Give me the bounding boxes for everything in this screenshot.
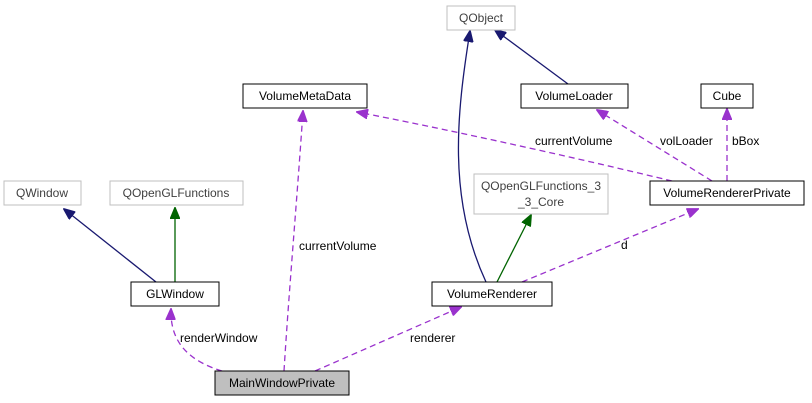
node-main-window-private[interactable]: MainWindowPrivate xyxy=(214,370,350,396)
edge-label-vol-loader: volLoader xyxy=(660,134,713,148)
node-label-qopengl-functions: QOpenGLFunctions xyxy=(123,186,230,200)
edge-main-window-to-gl-window xyxy=(171,309,223,372)
node-volume-renderer-private[interactable]: VolumeRendererPrivate xyxy=(649,180,805,206)
node-label-main-window-private: MainWindowPrivate xyxy=(229,376,335,390)
node-gl-window[interactable]: GLWindow xyxy=(130,281,220,307)
edge-gl-window-to-qwindow xyxy=(64,209,157,283)
node-cube[interactable]: Cube xyxy=(700,83,754,109)
edges xyxy=(64,30,727,372)
node-qobject[interactable]: QObject xyxy=(446,5,516,31)
node-volume-loader[interactable]: VolumeLoader xyxy=(520,83,629,109)
edge-private-to-loader xyxy=(597,110,713,182)
edge-volume-renderer-to-qobject xyxy=(457,31,487,283)
edge-volume-loader-to-qobject xyxy=(495,30,569,85)
node-volume-meta-data[interactable]: VolumeMetaData xyxy=(242,83,368,109)
node-label-volume-loader: VolumeLoader xyxy=(535,89,612,103)
node-label-volume-renderer-private: VolumeRendererPrivate xyxy=(663,186,791,200)
edge-label-render-window: renderWindow xyxy=(180,331,258,345)
edge-label-d: d xyxy=(621,238,628,252)
edge-labels: currentVolume renderWindow renderer d cu… xyxy=(180,134,759,345)
edge-renderer-to-private xyxy=(521,209,698,283)
nodes: QObject VolumeMetaData VolumeLoader Cube… xyxy=(3,5,805,396)
edge-private-to-meta-data xyxy=(357,112,673,182)
node-volume-renderer[interactable]: VolumeRenderer xyxy=(431,281,553,307)
edge-main-window-to-renderer xyxy=(314,307,461,372)
node-qopengl-functions-3-3-core[interactable]: QOpenGLFunctions_3 _3_Core xyxy=(473,173,609,215)
edge-label-private-current-volume: currentVolume xyxy=(535,134,613,148)
node-label-volume-renderer: VolumeRenderer xyxy=(447,287,537,301)
node-label-gl-window: GLWindow xyxy=(146,287,204,301)
edge-label-renderer: renderer xyxy=(410,331,455,345)
node-label-volume-meta-data: VolumeMetaData xyxy=(259,89,351,103)
node-label-cube: Cube xyxy=(713,89,742,103)
node-label-qopengl-3-3-core-line2: _3_Core xyxy=(517,195,564,209)
node-label-qobject: QObject xyxy=(459,11,504,25)
node-label-qwindow: QWindow xyxy=(16,186,68,200)
edge-label-main-current-volume: currentVolume xyxy=(299,239,377,253)
edge-main-window-to-meta-data xyxy=(283,111,303,372)
node-label-qopengl-3-3-core-line1: QOpenGLFunctions_3 xyxy=(481,179,601,193)
node-qopengl-functions[interactable]: QOpenGLFunctions xyxy=(109,180,244,206)
edge-volume-renderer-to-qopengl-3-3-core xyxy=(496,215,531,283)
node-qwindow[interactable]: QWindow xyxy=(3,180,82,206)
edge-label-bbox: bBox xyxy=(732,134,759,148)
